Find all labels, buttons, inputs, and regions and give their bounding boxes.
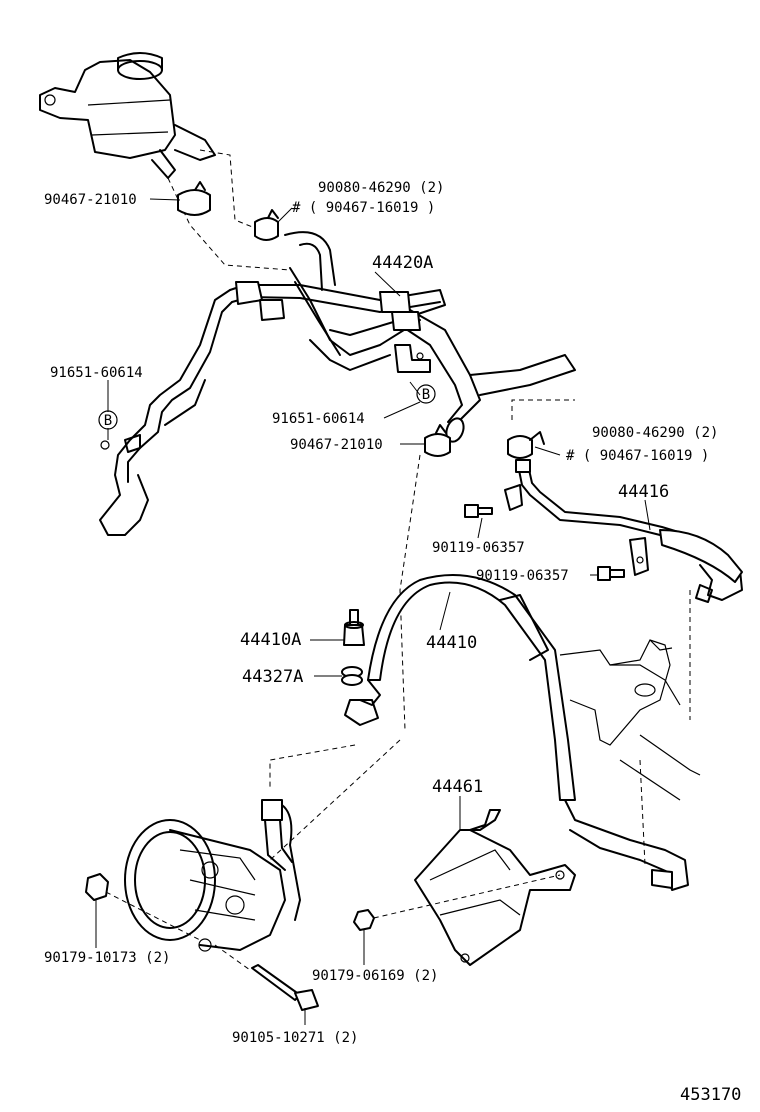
leader-dashed-4: [511, 399, 575, 420]
union-44410a[interactable]: [343, 609, 365, 646]
label-44416: 44416: [618, 482, 669, 502]
clamp-right[interactable]: [507, 431, 545, 459]
nut-right[interactable]: [353, 909, 375, 931]
steering-gear: [559, 639, 701, 801]
figure-number: 453170: [680, 1085, 741, 1105]
label-clamp-top-mid-b: # ( 90467-16019 ): [292, 200, 435, 216]
label-44327a: 44327A: [242, 667, 303, 687]
leader-dashed-1: [199, 149, 266, 233]
bolt-upper[interactable]: [464, 504, 493, 518]
label-bolt-lower: 90119-06357: [476, 568, 569, 584]
leader-44410: [439, 591, 451, 631]
ref-marker-mid: B: [416, 384, 436, 404]
svg-text:B: B: [422, 387, 430, 403]
leader-44420a: [374, 271, 401, 297]
hose-44410[interactable]: [344, 574, 689, 891]
nut-left[interactable]: [85, 873, 109, 901]
leader-clamp-right: [534, 446, 561, 456]
clamp-top-left[interactable]: [177, 181, 211, 216]
label-44420a: 44420A: [372, 253, 433, 273]
leader-44416: [644, 499, 651, 531]
reservoir-tank[interactable]: [39, 52, 216, 179]
hose-44420a[interactable]: [99, 231, 576, 536]
leader-clamp-top-mid: [277, 207, 293, 223]
power-steering-pump[interactable]: [124, 799, 301, 952]
ref-marker-left: B: [98, 410, 118, 430]
svg-text:B: B: [104, 413, 112, 429]
label-44410: 44410: [426, 633, 477, 653]
leader-dashed-11: [214, 944, 251, 971]
gasket-44327a[interactable]: [341, 666, 363, 686]
label-clamp-right-b: # ( 90467-16019 ): [566, 448, 709, 464]
leader-dashed-3: [399, 454, 421, 731]
leader-dashed-7: [269, 744, 356, 790]
label-nut-left: 90179-10173 (2): [44, 950, 170, 966]
leader-dashed-10: [364, 874, 561, 921]
label-nut-right: 90179-06169 (2): [312, 968, 438, 984]
label-clip-left: 91651-60614: [50, 365, 143, 381]
bracket-44461[interactable]: [414, 809, 576, 966]
leader-dashed-2: [167, 177, 291, 271]
clamp-mid[interactable]: [424, 424, 451, 457]
label-bolt-upper: 90119-06357: [432, 540, 525, 556]
label-clamp-right-a: 90080-46290 (2): [592, 425, 718, 441]
label-clamp-top-left: 90467-21010: [44, 192, 137, 208]
clamp-top-mid[interactable]: [254, 209, 279, 241]
leader-clip-mid: [383, 401, 421, 419]
leader-bolt-upper: [477, 517, 483, 539]
label-bolt-pump: 90105-10271 (2): [232, 1030, 358, 1046]
bolt-lower[interactable]: [597, 566, 625, 581]
label-clamp-top-mid-a: 90080-46290 (2): [318, 180, 444, 196]
leader-dashed-9: [97, 887, 201, 941]
leader-clamp-top-left: [149, 198, 181, 201]
label-clip-mid: 91651-60614: [272, 411, 365, 427]
bolt-pump[interactable]: [251, 964, 319, 1011]
label-44461: 44461: [432, 777, 483, 797]
label-clamp-mid: 90467-21010: [290, 437, 383, 453]
label-44410a: 44410A: [240, 630, 301, 650]
leader-clip-mid-2: [409, 381, 421, 396]
tube-44416[interactable]: [504, 459, 743, 603]
